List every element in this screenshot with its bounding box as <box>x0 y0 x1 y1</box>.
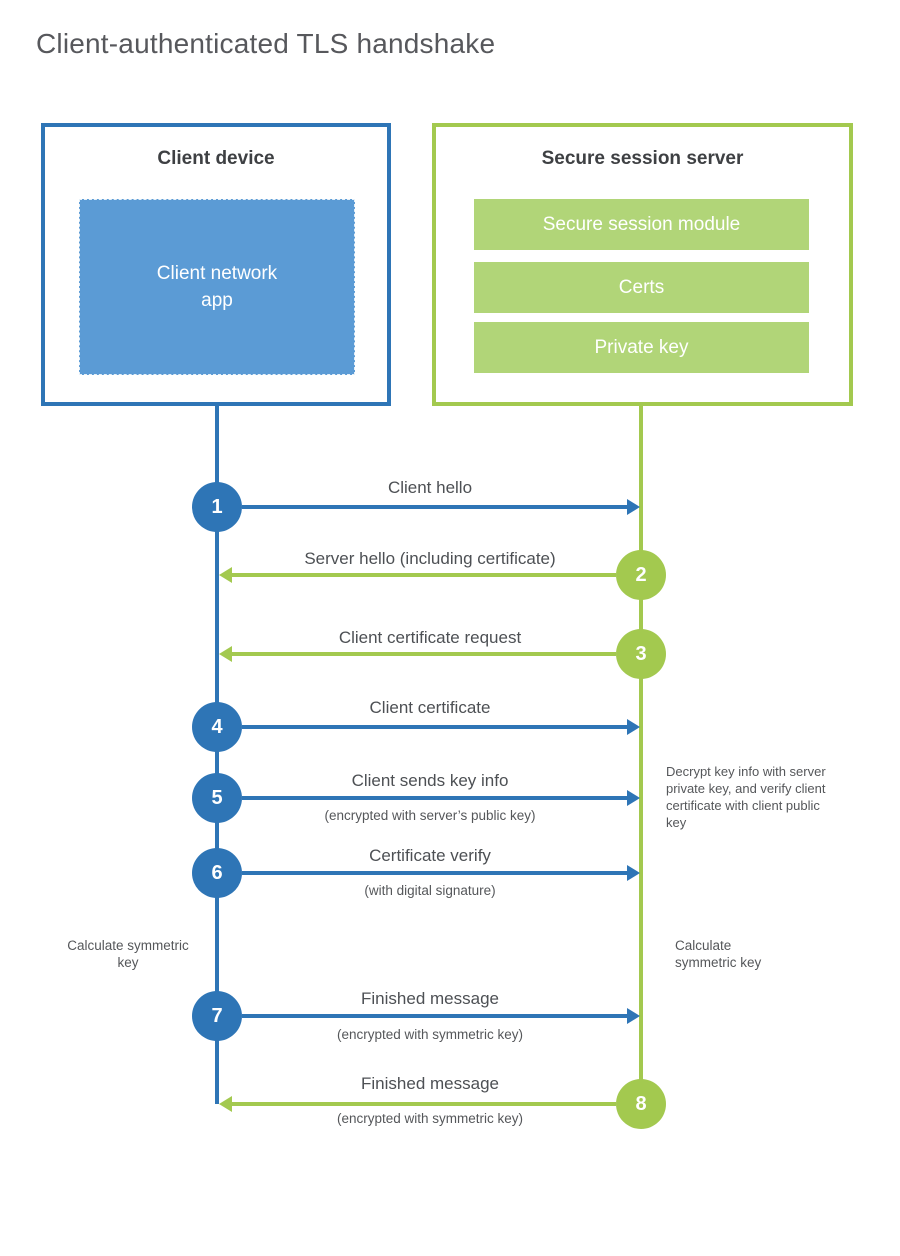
arrow-step-8 <box>232 1102 616 1106</box>
arrowhead-left-icon <box>219 646 232 662</box>
message-label-5: Client sends key info <box>351 771 509 790</box>
message-sublabel-8: (encrypted with symmetric key) <box>336 1111 524 1126</box>
calculate-symmetric-key-client: Calculate symmetric key <box>67 938 189 970</box>
step-circle-2: 2 <box>616 550 666 600</box>
step-circle-8: 8 <box>616 1079 666 1129</box>
message-label-8: Finished message <box>361 1074 499 1093</box>
message-label-6: Certificate verify <box>369 846 491 865</box>
arrow-step-6 <box>242 871 627 875</box>
step-circle-5: 5 <box>192 773 242 823</box>
step-circle-3: 3 <box>616 629 666 679</box>
calculate-symmetric-key-server: Calculate symmetric key <box>675 938 762 970</box>
server-module-private-key: Private key <box>474 322 809 373</box>
page-title: Client-authenticated TLS handshake <box>36 28 496 59</box>
message-label-2: Server hello (including certificate) <box>304 549 556 568</box>
client-network-app-label: Client network app <box>156 263 278 311</box>
decrypt-note: Decrypt key info with server private key… <box>666 764 826 830</box>
step-circle-6: 6 <box>192 848 242 898</box>
message-sublabel-5: (encrypted with server’s public key) <box>324 808 536 823</box>
arrowhead-right-icon <box>627 1008 640 1024</box>
message-sublabel-7: (encrypted with symmetric key) <box>336 1027 524 1042</box>
arrow-step-4 <box>242 725 627 729</box>
client-device-title: Client device <box>157 148 275 169</box>
arrow-step-5 <box>242 796 627 800</box>
arrowhead-right-icon <box>627 865 640 881</box>
arrowhead-left-icon <box>219 1096 232 1112</box>
arrowhead-right-icon <box>627 719 640 735</box>
arrowhead-left-icon <box>219 567 232 583</box>
arrow-step-3 <box>232 652 616 656</box>
client-network-app-box: Client network app <box>79 199 355 375</box>
server-lifeline <box>639 406 643 1106</box>
step-circle-1: 1 <box>192 482 242 532</box>
message-label-1: Client hello <box>387 478 473 497</box>
step-circle-7: 7 <box>192 991 242 1041</box>
message-label-7: Finished message <box>361 989 499 1008</box>
message-sublabel-6: (with digital signature) <box>364 883 496 898</box>
secure-session-server-title: Secure session server <box>541 148 744 169</box>
arrow-step-2 <box>232 573 616 577</box>
arrowhead-right-icon <box>627 790 640 806</box>
server-module-certs: Certs <box>474 262 809 313</box>
client-lifeline <box>215 406 219 1104</box>
step-circle-4: 4 <box>192 702 242 752</box>
message-label-4: Client certificate <box>369 698 491 717</box>
arrow-step-7 <box>242 1014 627 1018</box>
arrow-step-1 <box>242 505 627 509</box>
message-label-3: Client certificate request <box>338 628 522 647</box>
server-module-secure-session: Secure session module <box>474 199 809 250</box>
arrowhead-right-icon <box>627 499 640 515</box>
